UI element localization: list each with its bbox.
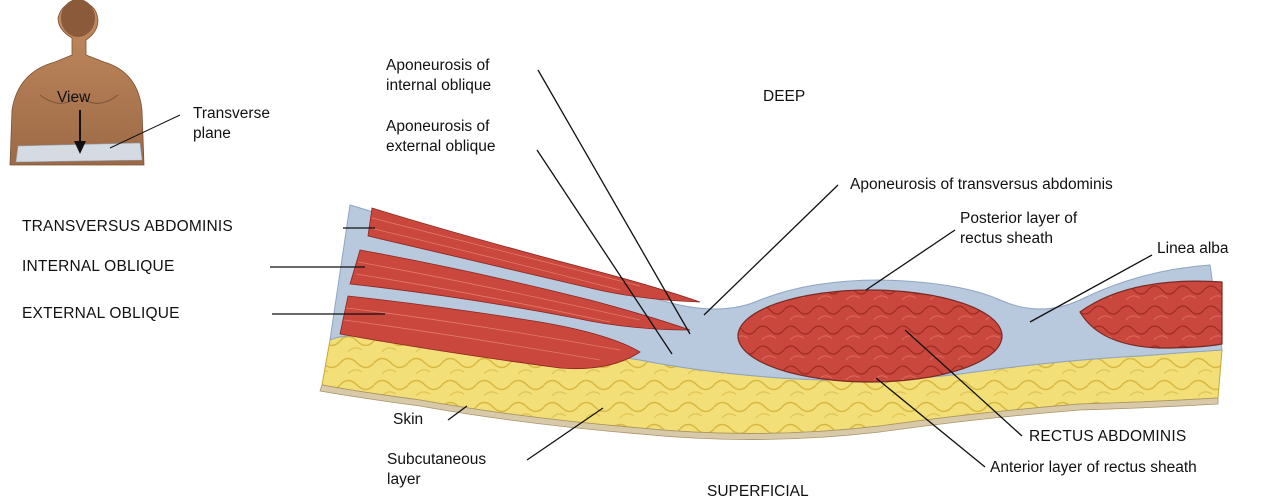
apo-transversus-label: Aponeurosis of transversus abdominis <box>850 175 1113 195</box>
skin-label: Skin <box>393 410 423 430</box>
subcutaneous-label-2: layer <box>387 470 421 490</box>
external-oblique-label: EXTERNAL OBLIQUE <box>22 304 180 324</box>
subcutaneous-label-1: Subcutaneous <box>387 450 486 470</box>
posterior-layer-label-2: rectus sheath <box>960 229 1053 249</box>
linea-alba-label: Linea alba <box>1157 239 1229 259</box>
rectus-abdominis-oval <box>738 290 1002 382</box>
transverse-plane-label-1: Transverse <box>193 104 270 124</box>
deep-label: DEEP <box>763 87 805 107</box>
transverse-plane-label-2: plane <box>193 124 231 144</box>
transversus-label: TRANSVERSUS ABDOMINIS <box>22 217 233 237</box>
apo-external-label-1: Aponeurosis of <box>386 117 489 137</box>
superficial-label: SUPERFICIAL <box>707 482 809 502</box>
apo-internal-label-2: internal oblique <box>386 76 491 96</box>
internal-oblique-label: INTERNAL OBLIQUE <box>22 257 175 277</box>
view-label: View <box>57 88 90 108</box>
anterior-layer-label: Anterior layer of rectus sheath <box>990 458 1197 478</box>
rectus-label: RECTUS ABDOMINIS <box>1029 427 1186 447</box>
apo-external-label-2: external oblique <box>386 137 495 157</box>
apo-internal-label-1: Aponeurosis of <box>386 56 489 76</box>
posterior-layer-label-1: Posterior layer of <box>960 209 1077 229</box>
inset-torso <box>10 0 180 165</box>
